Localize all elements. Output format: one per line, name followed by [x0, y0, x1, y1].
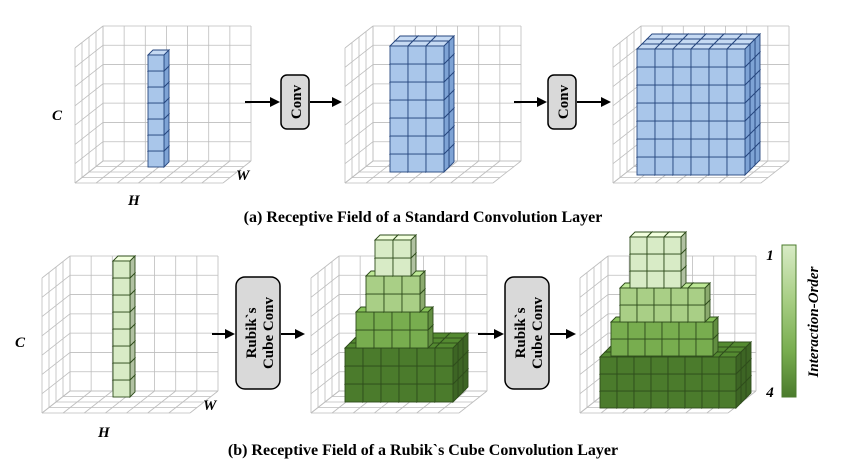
rubik-conv-operator-1: Rubik`s Cube Conv	[212, 276, 305, 390]
bottom-axis-c-label: C	[15, 335, 26, 351]
green-cube-b3-o2	[686, 281, 712, 307]
legend-bottom-value: 4	[765, 385, 774, 401]
rubik-box-1	[235, 276, 281, 390]
bottom-axis-w-label: W	[203, 398, 218, 414]
rubik-conv-operator-2: Rubik`s Cube Conv	[478, 276, 576, 390]
conv-label-1: Conv	[289, 84, 305, 119]
blue-cube-g2	[424, 39, 451, 66]
blue-cube-g1	[146, 48, 171, 73]
top-grid-1	[74, 25, 252, 184]
legend-title: Interaction-Order	[806, 266, 822, 378]
rubik-label-2b: Cube Conv	[530, 296, 546, 369]
green-cube-b3-o1	[662, 230, 688, 256]
legend-top-value: 1	[766, 248, 774, 264]
conv-box-1	[280, 74, 310, 130]
interaction-order-legend: 1 4 Interaction-Order	[765, 244, 822, 401]
conv-label-2: Conv	[556, 84, 572, 119]
top-axis-h-label: H	[127, 193, 141, 209]
green-cube-b1	[111, 254, 137, 280]
cube-stacks	[111, 32, 762, 410]
green-cube-b2-o4	[433, 341, 460, 368]
rubik-label-2a: Rubik`s	[513, 307, 529, 358]
green-cube-b3-o4	[717, 350, 743, 376]
caption-a: (a) Receptive Field of a Standard Convol…	[244, 209, 603, 226]
blue-cube-g3	[725, 42, 752, 69]
top-conv-operator-2: Conv	[514, 74, 611, 130]
bottom-grid-1	[41, 255, 219, 414]
top-axis-w-label: W	[236, 168, 251, 184]
rubik-label-1a: Rubik`s	[244, 307, 260, 358]
rubik-label-1b: Cube Conv	[261, 296, 277, 369]
bottom-axis-h-label: H	[97, 425, 111, 441]
green-cube-b2-o1	[391, 233, 418, 260]
caption-b: (b) Receptive Field of a Rubik`s Cube Co…	[228, 442, 618, 459]
legend-color-bar	[781, 244, 797, 398]
top-axis-c-label: C	[52, 108, 63, 124]
conv-box-2	[547, 74, 577, 130]
top-conv-operator-1: Conv	[245, 74, 342, 130]
rubik-box-2	[504, 276, 550, 390]
blue-cube-g2	[424, 57, 451, 84]
